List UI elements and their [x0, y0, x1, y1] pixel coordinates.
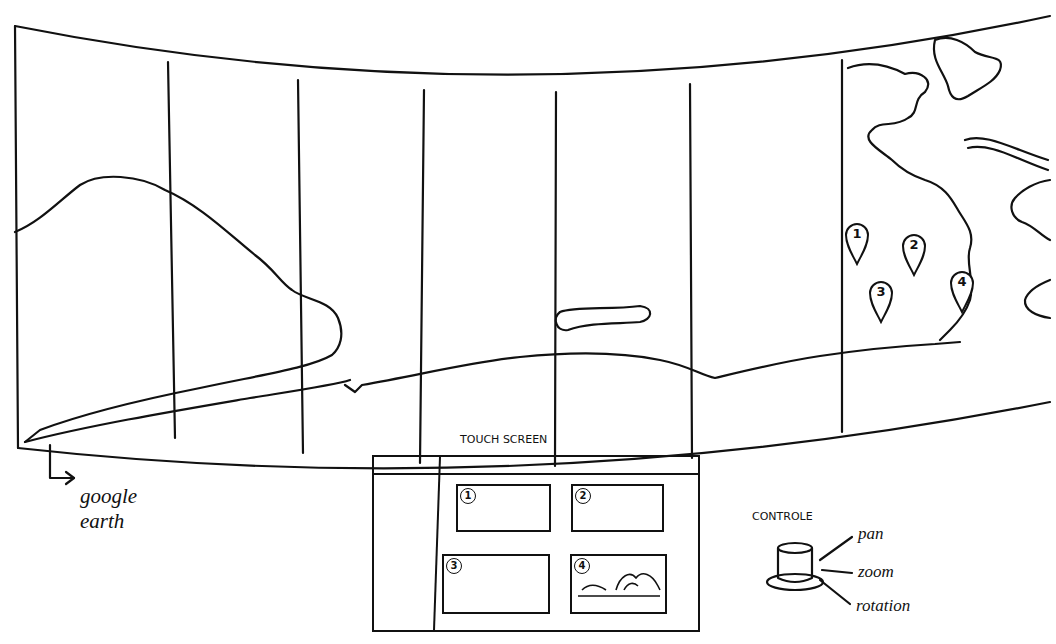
control-function: rotation	[856, 596, 910, 616]
touch-screen: TOUCH SCREEN1234	[372, 455, 700, 632]
landscape-lines	[578, 574, 660, 596]
callout-number: 4	[574, 558, 590, 574]
coastline	[25, 380, 350, 442]
route-line	[965, 138, 1048, 160]
callout-number: 3	[868, 285, 894, 299]
controller-top	[778, 543, 812, 553]
screen-divider	[841, 60, 843, 432]
leader-line	[50, 445, 74, 478]
screen-divider	[690, 84, 692, 458]
thumbnail-box: 2	[571, 484, 664, 532]
screen-divider	[420, 90, 424, 463]
thumbnail-box: 4	[570, 554, 667, 614]
control-function: pan	[858, 524, 884, 544]
coastline	[345, 342, 960, 392]
screen-top-edge	[15, 16, 1050, 75]
map-pin: 4	[949, 270, 975, 314]
leader-line	[820, 580, 850, 604]
thumbnail-box: 1	[456, 484, 551, 532]
callout-number: 2	[575, 488, 591, 504]
leader-line	[822, 570, 852, 573]
route-line	[968, 147, 1048, 170]
island	[934, 38, 1001, 99]
screen-divider	[555, 92, 556, 466]
screen-left-edge	[15, 26, 18, 448]
callout-number: 4	[949, 275, 975, 289]
screen-divider	[298, 80, 303, 453]
callout-number: 1	[460, 488, 476, 504]
island	[556, 306, 650, 330]
leader-line	[820, 537, 852, 560]
map-pin: 2	[901, 233, 927, 277]
map-pin: 3	[868, 280, 894, 324]
control-function: zoom	[858, 562, 894, 582]
callout-number: 3	[446, 558, 462, 574]
arrowhead	[66, 472, 74, 484]
coastline	[1011, 180, 1050, 240]
controller-title: CONTROLE	[752, 510, 813, 523]
coastline	[1025, 280, 1050, 318]
screen-header-line	[374, 473, 698, 475]
callout-number: 1	[844, 227, 870, 241]
screen-heading: TOUCH SCREEN	[460, 433, 547, 447]
map-pin: 1	[844, 222, 870, 266]
screen-sidebar-line	[434, 457, 440, 630]
coastline	[848, 64, 971, 340]
screen-label: google earth	[80, 484, 160, 534]
callout-number: 2	[901, 238, 927, 252]
screen-divider	[168, 62, 175, 438]
coastline	[15, 177, 341, 442]
thumbnail-box: 3	[442, 554, 550, 614]
